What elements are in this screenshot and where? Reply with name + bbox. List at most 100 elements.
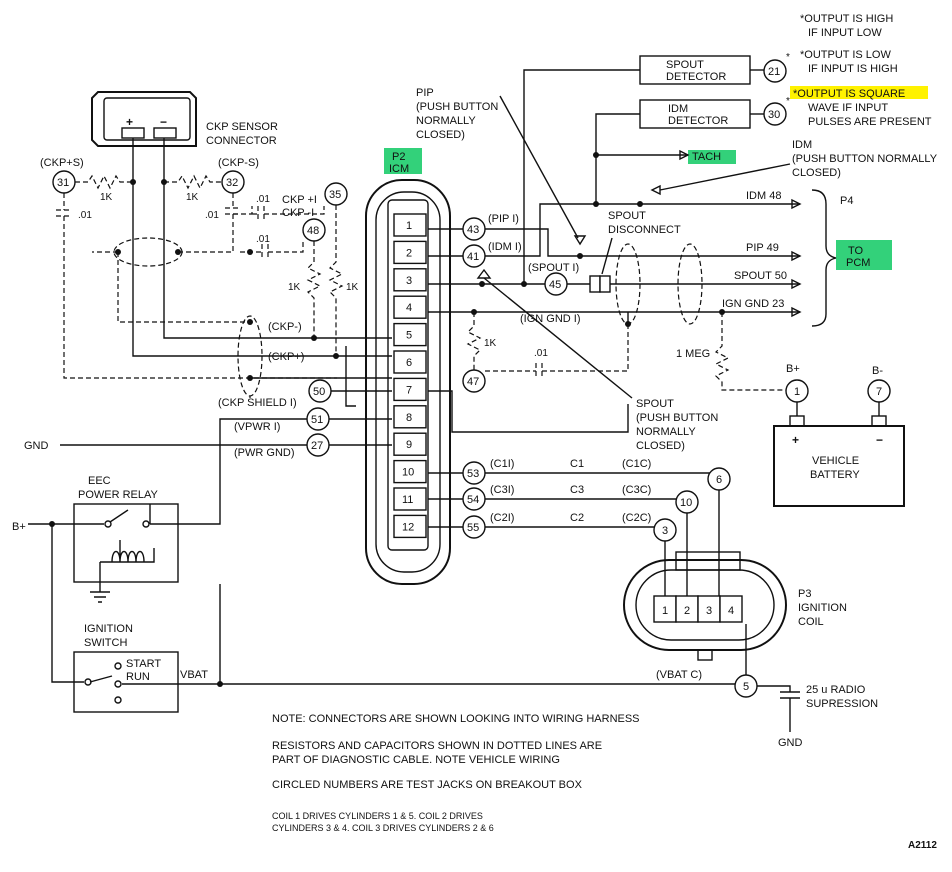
idm-i-label: (IDM I)	[488, 241, 522, 253]
c1-label: C1	[570, 458, 584, 470]
icm-pin-12	[393, 514, 427, 539]
resistor-label: 1K	[288, 282, 301, 293]
ckp-pos-label: (CKP+)	[268, 351, 304, 363]
detector-label: IDM	[668, 103, 688, 115]
vbat-label: VBAT	[180, 669, 208, 681]
jack-number: 47	[467, 376, 479, 388]
to-label: TO	[848, 245, 864, 257]
ckp-sensor-connector: + − CKP SENSOR CONNECTOR	[91, 91, 278, 147]
jack-number: 41	[467, 251, 479, 263]
icm-pin-label: 8	[406, 412, 412, 424]
idm48-label: IDM 48	[746, 190, 781, 202]
tach-label: TACH	[692, 151, 721, 163]
tach-highlight	[688, 150, 736, 164]
jack-number: 6	[716, 474, 722, 486]
radio-label: SUPRESSION	[806, 698, 878, 710]
c1c-label: (C1C)	[622, 458, 651, 470]
ckp-neg-i-label: CKP -I	[282, 207, 314, 219]
cap-label: .01	[78, 210, 92, 221]
c3-label: C3	[570, 484, 584, 496]
vehicle-battery: B+ B- 1 7 + − VEHICLE BATTERY	[773, 363, 905, 507]
jack-number: 30	[768, 109, 780, 121]
coil-label: IGNITION	[798, 602, 847, 614]
spout-detector: SPOUT DETECTOR 21 *	[639, 52, 790, 85]
note-text: (PUSH BUTTON	[416, 101, 498, 113]
gnd-label: GND	[24, 440, 49, 452]
jack-number: 5	[743, 681, 749, 693]
figure-id: A2112	[908, 840, 937, 851]
icm-pin-6	[393, 350, 427, 374]
jack-number: 35	[329, 189, 341, 201]
spout-i-label: (SPOUT I)	[528, 262, 579, 274]
icm-pin-3	[393, 268, 427, 292]
ckps-pos-label: (CKP+S)	[40, 157, 84, 169]
jack-number: 3	[662, 525, 668, 537]
icm-pin-label: 9	[406, 439, 412, 451]
note-text: *OUTPUT IS LOW	[800, 49, 891, 61]
note-text: NORMALLY	[636, 426, 696, 438]
resistor-label: 1K	[346, 282, 359, 293]
icm-title: ICM	[389, 163, 409, 175]
ckp-shield-label: (CKP SHIELD I)	[218, 397, 297, 409]
note-text: CLOSED)	[636, 440, 685, 452]
square-note-highlight	[790, 86, 928, 99]
jack-number: 48	[307, 225, 319, 237]
icm-pin-11	[393, 487, 427, 511]
note-text: CIRCLED NUMBERS ARE TEST JACKS ON BREAKO…	[272, 779, 583, 791]
p4-label: P4	[840, 195, 853, 207]
pip-pushbutton-note: PIP (PUSH BUTTON NORMALLY CLOSED)	[416, 87, 579, 239]
test-jack-30	[763, 102, 787, 126]
note-text: CLOSED)	[792, 167, 841, 179]
note-text: WAVE IF INPUT	[808, 102, 888, 114]
ignition-switch: IGNITION SWITCH START RUN	[51, 524, 179, 713]
note-text: SPOUT	[636, 398, 674, 410]
coil-pin-label: 1	[662, 605, 668, 617]
resistor-label: 1K	[484, 338, 497, 349]
cap-label: .01	[256, 234, 270, 245]
jack-number: 51	[311, 414, 323, 426]
icm-pin-8	[393, 405, 427, 429]
pcm-label: PCM	[846, 257, 870, 269]
icm-pin-label: 12	[402, 521, 414, 533]
jack-number: 53	[467, 468, 479, 480]
battery-terminal-label: B+	[786, 363, 800, 375]
ckp-pos-i-label: CKP +I	[282, 194, 317, 206]
note-text: (PUSH BUTTON	[636, 412, 718, 424]
jack-number: 7	[876, 386, 882, 398]
cap-label: .01	[205, 210, 219, 221]
note-text: COIL 1 DRIVES CYLINDERS 1 & 5. COIL 2 DR…	[272, 811, 483, 821]
note-text: *OUTPUT IS SQUARE	[793, 88, 905, 100]
note-text: RESISTORS AND CAPACITORS SHOWN IN DOTTED…	[272, 740, 602, 752]
ckp-title: CONNECTOR	[206, 135, 277, 147]
bottom-notes: NOTE: CONNECTORS ARE SHOWN LOOKING INTO …	[272, 713, 640, 833]
igngnd23-label: IGN GND 23	[722, 298, 784, 310]
cap-label: .01	[256, 194, 270, 205]
spout-disconnect-label: SPOUT	[608, 210, 646, 222]
coil-driver-wiring: 53 (C1I) C1 (C1C) 54 (C3I) C3 (C3C) 55 (…	[428, 458, 731, 596]
test-jack-21	[763, 59, 787, 83]
pip49-label: PIP 49	[746, 242, 779, 254]
eec-power-relay: EEC POWER RELAY B+	[12, 475, 179, 603]
note-text: *OUTPUT IS HIGH	[800, 13, 893, 25]
pip-i-label: (PIP I)	[488, 213, 519, 225]
icm-highlight	[384, 148, 422, 174]
note-text: NOTE: CONNECTORS ARE SHOWN LOOKING INTO …	[272, 713, 640, 725]
ckp-title: CKP SENSOR	[206, 121, 278, 133]
icm-pin-label: 1	[406, 220, 412, 232]
switch-run-label: RUN	[126, 671, 150, 683]
output-notes: *OUTPUT IS HIGH IF INPUT LOW *OUTPUT IS …	[793, 13, 932, 128]
note-text: CLOSED)	[416, 129, 465, 141]
icm-pin-9	[393, 432, 427, 456]
test-jack-47	[462, 369, 486, 393]
radio-gnd-label: GND	[778, 737, 803, 749]
jack-number: 31	[57, 177, 69, 189]
pwr-gnd-label: (PWR GND)	[234, 447, 295, 459]
ign-gnd-i-label: (IGN GND I)	[520, 313, 581, 325]
icm-pin-label: 4	[406, 302, 412, 314]
icm-pin-label: 2	[406, 247, 412, 259]
ckp-minus-label: −	[160, 115, 167, 129]
